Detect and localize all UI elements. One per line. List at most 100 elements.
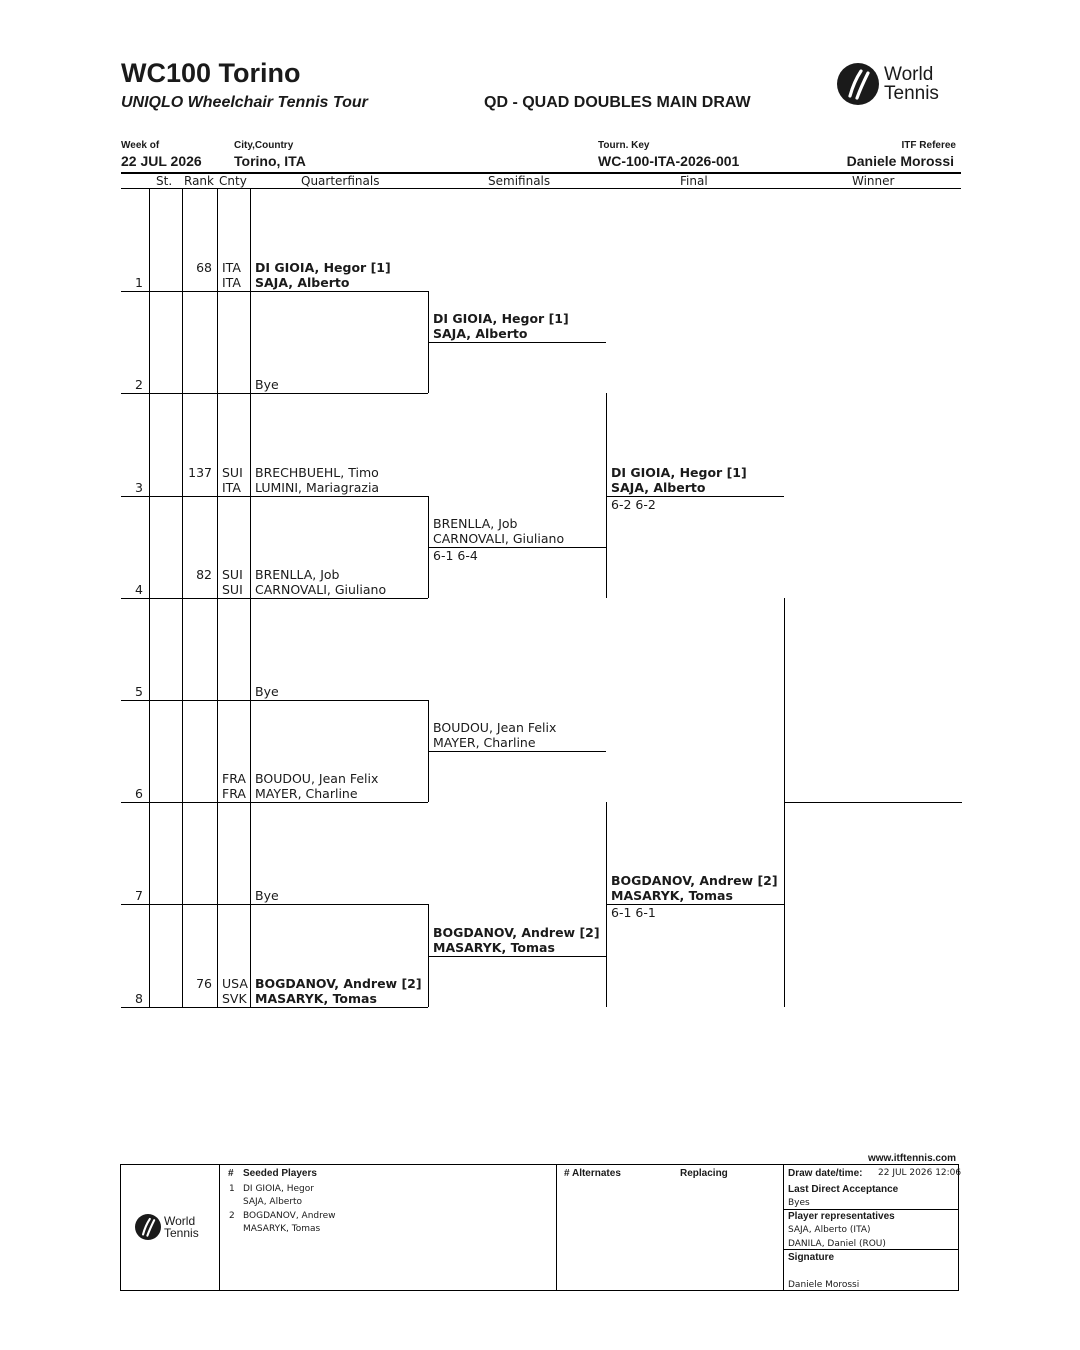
replacing-title: Replacing bbox=[680, 1168, 728, 1179]
draw-position: 1 bbox=[135, 275, 143, 291]
draw-position: 7 bbox=[135, 888, 143, 904]
seeded-players-title: Seeded Players bbox=[243, 1168, 317, 1179]
draw-position: 5 bbox=[135, 684, 143, 699]
sf-line bbox=[428, 955, 606, 957]
footer-hline-2 bbox=[783, 1249, 959, 1250]
entry-player-1[interactable]: DI GIOIA, Hegor [1] bbox=[255, 260, 391, 276]
alternates-title: # Alternates bbox=[564, 1168, 621, 1179]
seeded-hash: # bbox=[228, 1168, 234, 1179]
player-reps-label: Player representatives bbox=[788, 1211, 895, 1222]
seed-num-1: 1 bbox=[229, 1184, 235, 1194]
logo-text-world: World bbox=[884, 64, 934, 85]
entry-player-1[interactable]: BRECHBUEHL, Timo bbox=[255, 464, 379, 480]
entry-player-1[interactable]: BRENLLA, Job bbox=[255, 566, 340, 582]
final-player-1[interactable]: BOGDANOV, Andrew [2] bbox=[611, 873, 778, 889]
qf-connector bbox=[428, 291, 429, 394]
seed-1-name1: DI GIOIA, Hegor bbox=[243, 1184, 314, 1194]
week-label: Week of bbox=[121, 140, 160, 151]
final-score: 6-2 6-2 bbox=[611, 496, 656, 512]
sf-connector bbox=[606, 393, 607, 598]
col-rank-header: Rank bbox=[184, 174, 214, 188]
draw-date-value: 22 JUL 2026 12:06 bbox=[878, 1168, 962, 1178]
footer-logo-tennis: Tennis bbox=[164, 1226, 199, 1240]
world-tennis-logo-icon bbox=[837, 63, 879, 105]
sf-line bbox=[428, 751, 606, 753]
entry-player-2[interactable]: MASARYK, Tomas bbox=[255, 990, 377, 1006]
entry-player-2[interactable]: CARNOVALI, Giuliano bbox=[255, 581, 387, 597]
entry-player-2[interactable]: MAYER, Charline bbox=[255, 786, 358, 802]
sf-player-1[interactable]: BOUDOU, Jean Felix bbox=[433, 720, 557, 736]
entry-player-2[interactable]: Bye bbox=[255, 684, 279, 699]
entry-player-1[interactable]: BOGDANOV, Andrew [2] bbox=[255, 975, 422, 991]
winner-line bbox=[784, 802, 962, 804]
footer-divider-1 bbox=[219, 1164, 220, 1291]
entry-country-2: FRA bbox=[222, 786, 246, 802]
entry-line bbox=[121, 393, 428, 395]
final-player-2[interactable]: SAJA, Alberto bbox=[611, 479, 706, 495]
entry-country-1: ITA bbox=[222, 260, 241, 276]
sf-player-2[interactable]: CARNOVALI, Giuliano bbox=[433, 530, 565, 546]
entry-player-2[interactable]: Bye bbox=[255, 377, 279, 393]
entry-line bbox=[121, 700, 428, 701]
header-rule bbox=[121, 172, 961, 174]
final-player-1[interactable]: DI GIOIA, Hegor [1] bbox=[611, 464, 747, 480]
sf-line bbox=[428, 546, 606, 548]
sf-player-2[interactable]: MASARYK, Tomas bbox=[433, 939, 555, 955]
draw-position: 3 bbox=[135, 479, 143, 495]
website: www.itftennis.com bbox=[868, 1153, 956, 1164]
col-quarterfinals-header: Quarterfinals bbox=[301, 174, 380, 188]
footer-logo: World Tennis bbox=[135, 1214, 199, 1240]
entry-rank: 82 bbox=[196, 566, 212, 582]
draw-position: 8 bbox=[135, 990, 143, 1006]
seed-2-name2: MASARYK, Tomas bbox=[243, 1224, 321, 1234]
entry-country-1: USA bbox=[222, 975, 248, 991]
sf-player-2[interactable]: SAJA, Alberto bbox=[433, 326, 528, 342]
entry-country-2: SUI bbox=[222, 581, 243, 597]
city-label: City,Country bbox=[234, 140, 294, 151]
entry-player-2[interactable]: SAJA, Alberto bbox=[255, 275, 350, 291]
sf-player-1[interactable]: BRENLLA, Job bbox=[433, 515, 518, 531]
final-line bbox=[606, 904, 784, 906]
entry-line bbox=[121, 802, 428, 804]
col-seed-header: St. bbox=[156, 174, 173, 188]
player-rep-1: SAJA, Alberto (ITA) bbox=[788, 1225, 871, 1235]
tourn-key-value: WC-100-ITA-2026-001 bbox=[598, 153, 740, 169]
sf-score: 6-1 6-4 bbox=[433, 547, 478, 563]
sf-player-1[interactable]: BOGDANOV, Andrew [2] bbox=[433, 924, 600, 940]
final-score: 6-1 6-1 bbox=[611, 905, 656, 921]
col-winner-header: Winner bbox=[852, 174, 895, 188]
final-line bbox=[606, 495, 784, 497]
entry-player-1[interactable]: BOUDOU, Jean Felix bbox=[255, 771, 379, 787]
sf-player-2[interactable]: MAYER, Charline bbox=[433, 735, 536, 751]
signature-value: Daniele Morossi bbox=[788, 1280, 860, 1290]
col-semifinals-header: Semifinals bbox=[488, 174, 551, 188]
entry-country-1: FRA bbox=[222, 771, 246, 787]
entry-line bbox=[121, 597, 428, 599]
qf-connector bbox=[428, 904, 429, 1007]
signature-label: Signature bbox=[788, 1252, 835, 1263]
world-tennis-logo: World Tennis bbox=[837, 63, 939, 105]
entry-rank: 76 bbox=[196, 975, 212, 991]
entry-player-2[interactable]: Bye bbox=[255, 888, 279, 904]
player-rep-2: DANILA, Daniel (ROU) bbox=[788, 1239, 886, 1249]
draw-position: 4 bbox=[135, 581, 143, 597]
final-player-2[interactable]: MASARYK, Tomas bbox=[611, 888, 733, 904]
entry-line bbox=[121, 904, 428, 906]
col-cnty-header: Cnty bbox=[219, 174, 247, 188]
footer-hline-1 bbox=[783, 1209, 959, 1210]
logo-text-tennis: Tennis bbox=[884, 83, 939, 104]
week-value: 22 JUL 2026 bbox=[121, 153, 202, 169]
draw-name: QD - QUAD DOUBLES MAIN DRAW bbox=[484, 94, 751, 111]
entry-country-2: ITA bbox=[222, 479, 241, 495]
sf-line bbox=[428, 342, 606, 344]
seed-2-name1: BOGDANOV, Andrew bbox=[243, 1211, 336, 1221]
lda-value: Byes bbox=[788, 1198, 810, 1208]
tournament-title: WC100 Torino bbox=[121, 58, 301, 88]
footer-logo-world: World bbox=[164, 1214, 196, 1228]
sf-player-1[interactable]: DI GIOIA, Hegor [1] bbox=[433, 311, 569, 327]
entry-rank: 137 bbox=[188, 464, 212, 480]
entry-line bbox=[121, 291, 428, 293]
draw-position: 2 bbox=[135, 377, 143, 393]
footer-box bbox=[120, 1164, 959, 1291]
entry-player-2[interactable]: LUMINI, Mariagrazia bbox=[255, 479, 380, 495]
